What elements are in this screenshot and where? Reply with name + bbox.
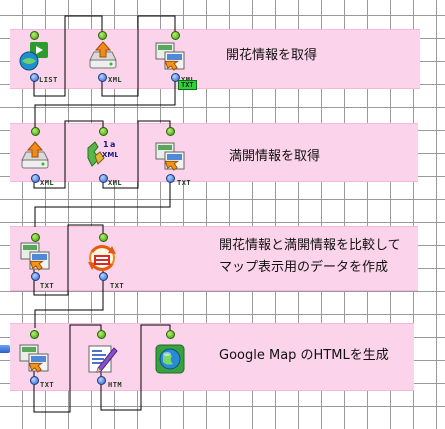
output-type-tag: XML xyxy=(108,179,123,187)
input-port[interactable] xyxy=(97,330,106,339)
input-port[interactable] xyxy=(166,330,175,339)
xml-transform-icon: 1 a XML xyxy=(87,140,118,167)
svg-text:XML: XML xyxy=(102,151,118,159)
upload-drive-icon xyxy=(21,141,49,169)
node-upload[interactable] xyxy=(87,40,119,72)
input-port[interactable] xyxy=(171,31,180,40)
text-convert-icon xyxy=(155,142,185,171)
text-convert-icon xyxy=(19,344,49,373)
input-port[interactable] xyxy=(31,127,40,136)
upload-drive-icon xyxy=(89,41,117,69)
input-port[interactable] xyxy=(30,330,39,339)
output-type-tag: XML xyxy=(40,179,55,187)
output-port[interactable] xyxy=(97,376,106,385)
node-xml-transform[interactable]: 1 a XML xyxy=(86,138,118,170)
output-port[interactable] xyxy=(171,73,180,82)
row-label-3-line2: マップ表示用のデータを作成 xyxy=(219,260,389,275)
node-html-write[interactable] xyxy=(86,342,118,374)
row-label-2: 満開情報を取得 xyxy=(229,149,321,164)
output-data-badge: TXT xyxy=(178,80,197,90)
web-fetch-icon xyxy=(19,42,48,71)
input-port[interactable] xyxy=(99,127,108,136)
node-web-fetch[interactable] xyxy=(18,40,50,72)
output-port[interactable] xyxy=(166,174,175,183)
output-type-tag: TXT xyxy=(40,282,55,290)
globe-browser-icon xyxy=(155,344,185,374)
node-upload[interactable] xyxy=(19,140,51,172)
row-band-2 xyxy=(10,123,418,182)
output-port[interactable] xyxy=(31,272,40,281)
output-port[interactable] xyxy=(99,174,108,183)
input-port[interactable] xyxy=(30,31,39,40)
input-port[interactable] xyxy=(99,233,108,242)
output-type-tag: TXT xyxy=(177,179,192,187)
output-type-tag: TXT xyxy=(40,381,55,389)
output-type-tag: LIST xyxy=(39,76,58,84)
flow-entry-arrow xyxy=(0,345,10,353)
compare-icon xyxy=(88,245,116,271)
input-port[interactable] xyxy=(98,31,107,40)
svg-text:1: 1 xyxy=(103,140,109,149)
svg-text:a: a xyxy=(110,140,115,149)
row-band-1 xyxy=(10,29,420,89)
text-convert-icon xyxy=(20,242,50,271)
text-convert-icon xyxy=(155,42,185,71)
row-label-1: 開花情報を取得 xyxy=(226,48,318,63)
node-browser-open[interactable] xyxy=(154,343,186,375)
output-port[interactable] xyxy=(30,73,39,82)
input-port[interactable] xyxy=(31,233,40,242)
output-port[interactable] xyxy=(31,174,40,183)
output-type-tag: TXT xyxy=(110,282,125,290)
node-text-convert[interactable] xyxy=(154,140,186,172)
html-write-icon xyxy=(88,345,118,373)
output-type-tag: XML xyxy=(108,76,123,84)
output-port[interactable] xyxy=(98,73,107,82)
node-text-convert[interactable] xyxy=(18,342,50,374)
node-text-convert[interactable] xyxy=(154,40,186,72)
output-type-tag: HTM xyxy=(108,381,123,389)
output-port[interactable] xyxy=(99,272,108,281)
input-port[interactable] xyxy=(166,127,175,136)
node-text-convert[interactable] xyxy=(19,240,51,272)
row-label-4: Google Map のHTMLを生成 xyxy=(219,348,389,363)
node-compare[interactable] xyxy=(86,242,118,274)
row-label-3-line1: 開花情報と満開情報を比較して xyxy=(219,238,401,253)
output-port[interactable] xyxy=(30,376,39,385)
